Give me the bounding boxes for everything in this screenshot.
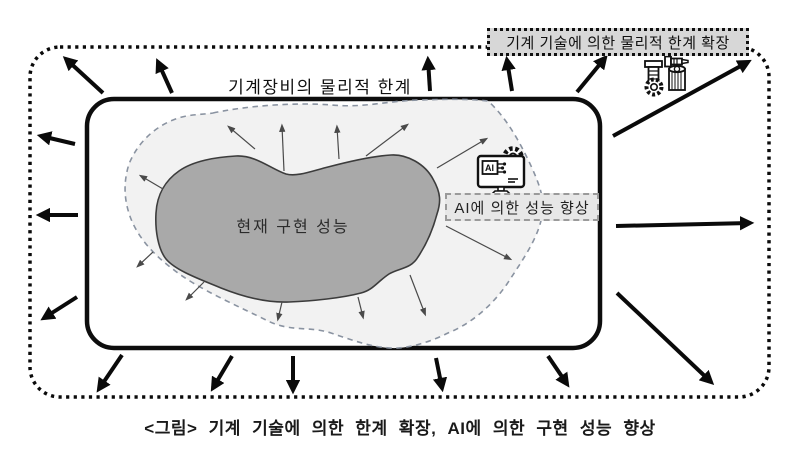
thin-arrow — [365, 123, 410, 157]
thick-arrow — [432, 357, 448, 393]
thin-arrow — [357, 296, 365, 320]
ai-monitor-gear-icon: AI — [472, 143, 530, 199]
current-performance-label: 현재 구현 성능 — [236, 219, 350, 236]
gear-icon — [644, 77, 664, 97]
figure-caption: <그림> 기계 기술에 의한 한계 확장, AI에 의한 구현 성능 향상 — [144, 419, 656, 438]
thick-arrow — [155, 58, 174, 94]
thick-arrow — [612, 59, 752, 138]
thin-arrow — [445, 225, 513, 261]
current-performance-blob — [155, 154, 441, 303]
thin-arrow — [136, 251, 154, 268]
thick-arrow — [62, 56, 105, 95]
thick-arrow — [210, 354, 234, 392]
thick-arrow — [40, 295, 79, 321]
thick-arrow — [546, 354, 570, 388]
tech-expansion-label: 기계 기술에 의한 물리적 한계 확장 — [487, 28, 749, 56]
thin-arrow — [276, 301, 283, 322]
thin-arrow — [436, 137, 489, 169]
thick-arrow — [501, 55, 516, 92]
limit-expansion-arrows — [35, 54, 755, 395]
bolt-icon — [664, 55, 689, 68]
monitor-icon: AI — [476, 154, 526, 196]
ai-chip-label: AI — [485, 163, 494, 173]
thin-arrow — [227, 125, 256, 150]
thick-arrow — [615, 291, 715, 385]
thick-arrow — [36, 131, 76, 146]
thick-arrow — [96, 353, 124, 393]
thin-arrow — [334, 124, 341, 160]
ai-improvement-label: AI에 의한 성능 향상 — [445, 193, 599, 221]
thick-arrow — [575, 54, 608, 94]
cylinder-icon — [668, 64, 686, 91]
thin-arrow — [409, 274, 426, 317]
thick-arrow — [421, 55, 436, 92]
thick-arrow — [615, 216, 755, 231]
ai-improvement-arrows — [136, 123, 513, 322]
gear-bolt-cylinder-icon — [638, 54, 698, 98]
thin-arrow — [279, 123, 286, 172]
machine-limit-label: 기계장비의 물리적 한계 — [228, 78, 412, 97]
thin-arrow — [138, 174, 164, 190]
thin-arrow — [185, 281, 205, 301]
